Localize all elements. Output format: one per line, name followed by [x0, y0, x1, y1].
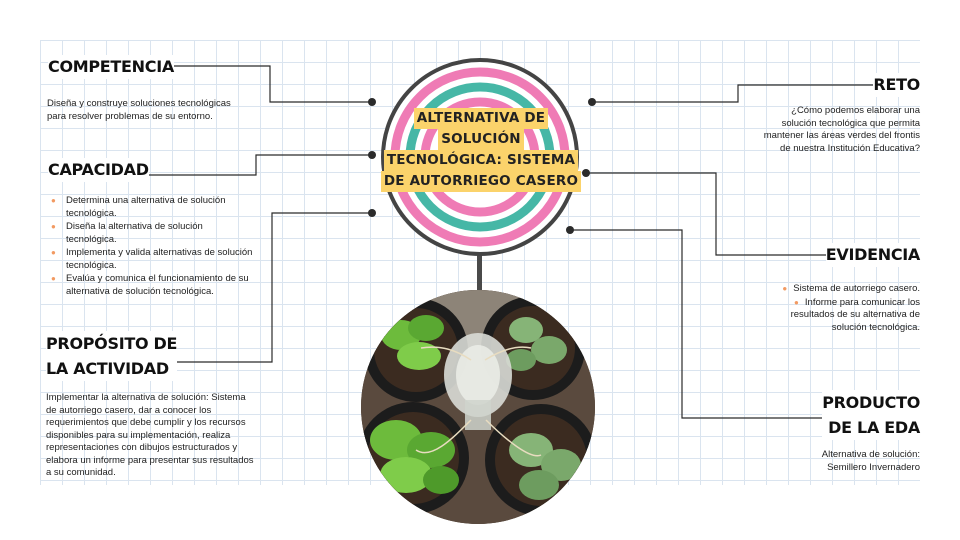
proposito-heading-line-2: LA ACTIVIDAD	[46, 359, 169, 378]
producto-text: Alternativa de solución: Semillero Inver…	[821, 449, 920, 473]
main-title: ALTERNATIVA DE SOLUCIÓN TECNOLÓGICA: SIS…	[380, 108, 582, 192]
proposito-text: Implementar la alternativa de solución: …	[46, 392, 254, 478]
connector-evidencia	[586, 172, 836, 256]
evidencia-heading: EVIDENCIA	[825, 243, 920, 267]
reto-heading: RETO	[873, 73, 920, 97]
producto-heading-line-1: PRODUCTO	[822, 393, 920, 412]
evidencia-item: Informe para comunicar los resultados de…	[760, 297, 920, 335]
producto-heading-line-2: DE LA EDA	[828, 418, 920, 437]
proposito-heading-line-1: PROPÓSITO DE	[46, 334, 178, 353]
plant-photo	[361, 290, 595, 524]
evidencia-list: Sistema de autorriego casero. Informe pa…	[760, 283, 920, 335]
title-line-4: DE AUTORRIEGO CASERO	[380, 171, 582, 192]
capacidad-list: Determina una alternativa de solución te…	[50, 195, 255, 299]
badge-stem	[477, 252, 482, 296]
dot-reto	[588, 98, 596, 106]
proposito-heading: PROPÓSITO DE LA ACTIVIDAD	[46, 331, 177, 381]
evidencia-item: Sistema de autorriego casero.	[760, 283, 920, 296]
connector-capacidad	[140, 154, 372, 176]
title-line-3: TECNOLÓGICA: SISTEMA	[383, 150, 579, 171]
producto-heading: PRODUCTO DE LA EDA	[822, 390, 920, 440]
reto-text: ¿Cómo podemos elaborar una solución tecn…	[763, 105, 920, 154]
capacidad-item: Diseña la alternativa de solución tecnol…	[50, 221, 255, 246]
dot-proposito	[368, 209, 376, 217]
capacidad-heading: CAPACIDAD	[48, 158, 149, 182]
capacidad-item: Determina una alternativa de solución te…	[50, 195, 255, 220]
connector-producto	[570, 229, 830, 419]
dot-producto	[566, 226, 574, 234]
capacidad-item: Evalúa y comunica el funcionamiento de s…	[50, 273, 255, 298]
connector-reto	[592, 84, 876, 103]
plant-photo-illustration	[361, 290, 595, 524]
dot-competencia	[368, 98, 376, 106]
connector-proposito	[170, 212, 372, 363]
connector-competencia	[170, 65, 372, 103]
competencia-heading: COMPETENCIA	[48, 55, 174, 79]
title-line-1: ALTERNATIVA DE	[413, 108, 549, 129]
capacidad-item: Implementa y valida alternativas de solu…	[50, 247, 255, 272]
dot-capacidad	[368, 151, 376, 159]
title-line-2: SOLUCIÓN	[438, 129, 524, 150]
competencia-text: Diseña y construye soluciones tecnológic…	[47, 98, 231, 122]
dot-evidencia	[582, 169, 590, 177]
